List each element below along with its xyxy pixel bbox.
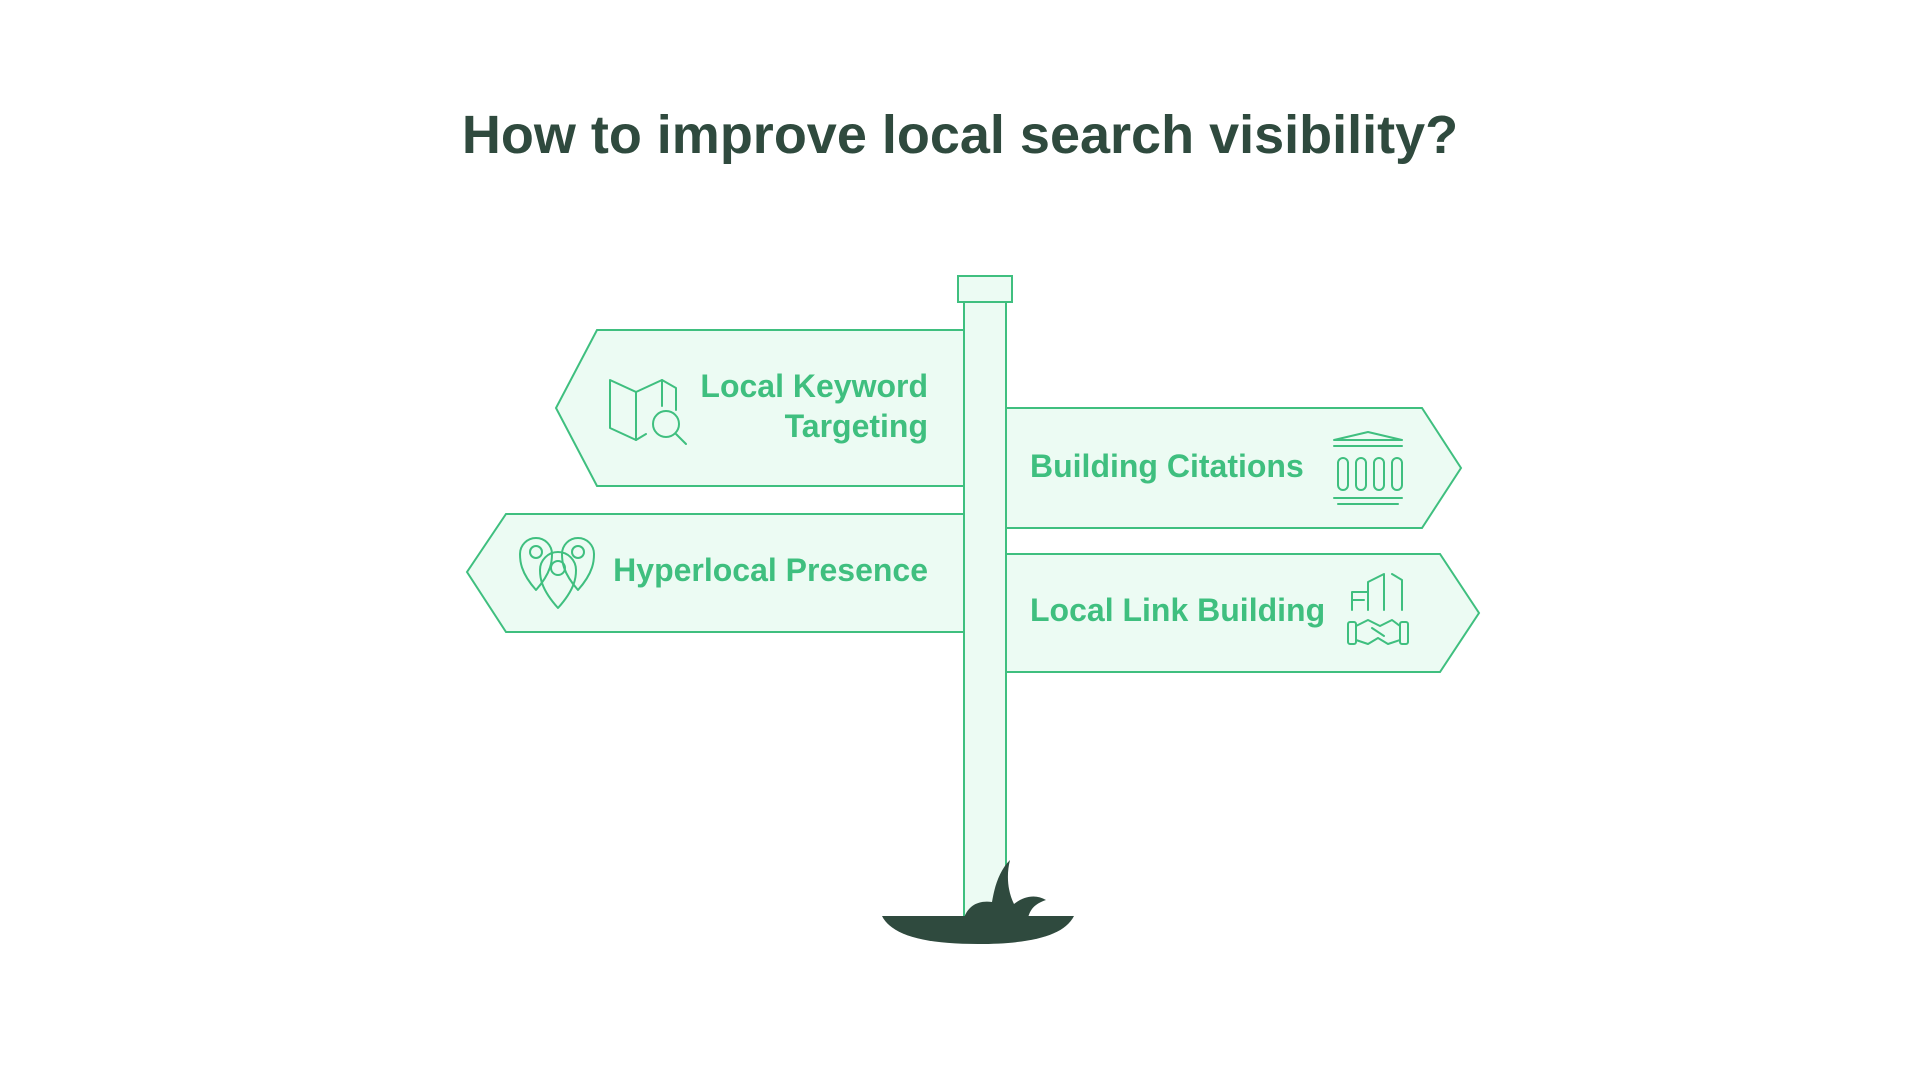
grass-tuft (964, 860, 1046, 918)
label-building-citations: Building Citations (1030, 448, 1304, 484)
ground-mound (882, 916, 1074, 944)
post-pole (963, 301, 1007, 925)
label-line-2: Targeting (784, 408, 928, 444)
label-line-1: Local Keyword (700, 368, 928, 404)
label-local-link-building: Local Link Building (1030, 592, 1326, 628)
columns-building-icon (1333, 431, 1403, 505)
sign-local-keyword-targeting (554, 329, 965, 487)
post-cap (957, 275, 1013, 303)
map-pins-icon (519, 537, 595, 609)
label-hyperlocal-presence: Hyperlocal Presence (613, 552, 928, 588)
page-title: How to improve local search visibility? (461, 105, 1459, 165)
label-local-keyword-targeting: Local Keyword Targeting (640, 366, 928, 446)
handshake-buildings-icon (1347, 573, 1409, 645)
map-search-icon (609, 379, 687, 445)
